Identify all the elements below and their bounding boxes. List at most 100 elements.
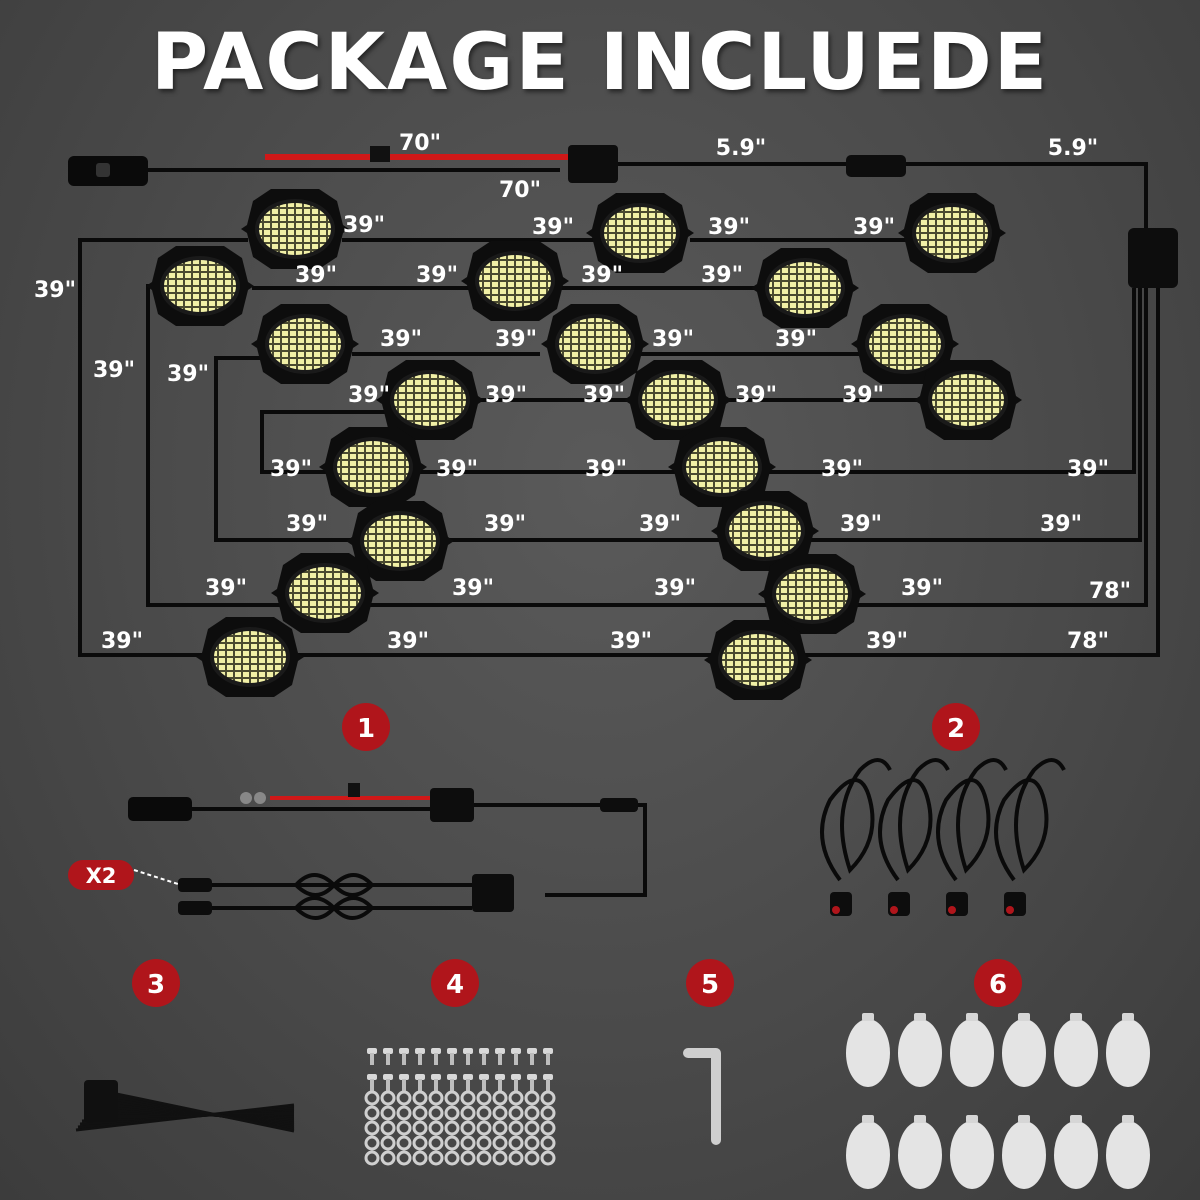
screw-shank <box>386 1079 390 1091</box>
zip-tie <box>101 1089 295 1133</box>
badge-6-number: 6 <box>989 970 1007 1000</box>
length-label: 39" <box>581 263 623 288</box>
screw-shank <box>482 1053 486 1065</box>
badge-3-number: 3 <box>147 970 165 1000</box>
length-label: 39" <box>735 383 777 408</box>
adhesive-pad <box>898 1019 942 1087</box>
wiring-harness-icon <box>128 783 647 920</box>
washer <box>396 1135 412 1151</box>
washer <box>444 1120 460 1136</box>
pad-tab <box>1122 1115 1134 1123</box>
screw-shank <box>370 1079 374 1091</box>
adhesive-pad <box>950 1019 994 1087</box>
splitter-block-icon <box>1128 228 1178 288</box>
screw-shank <box>418 1079 422 1091</box>
screw-shank <box>386 1053 390 1065</box>
washer <box>364 1120 380 1136</box>
length-label: 39" <box>93 358 135 383</box>
washer <box>540 1105 556 1121</box>
plug-tip <box>890 906 898 914</box>
length-label: 39" <box>585 457 627 482</box>
washer <box>508 1135 524 1151</box>
washer <box>524 1105 540 1121</box>
washer <box>476 1135 492 1151</box>
screw-head <box>383 1074 393 1080</box>
length-label: 70" <box>499 178 541 203</box>
length-label: 39" <box>167 362 209 387</box>
screw-shank <box>434 1053 438 1065</box>
washer <box>460 1135 476 1151</box>
length-label: 5.9" <box>1048 136 1098 161</box>
washer <box>460 1090 476 1106</box>
screw-shank <box>546 1079 550 1091</box>
washer <box>476 1150 492 1166</box>
screw-shank <box>530 1079 534 1091</box>
led-pod-icon <box>251 304 359 384</box>
extension-cables-icon <box>820 758 1066 916</box>
pad-tab <box>1070 1013 1082 1021</box>
washer <box>492 1150 508 1166</box>
length-label: 39" <box>270 457 312 482</box>
length-label: 39" <box>485 383 527 408</box>
switch-button <box>96 163 110 177</box>
hex-key-icon <box>683 1048 721 1145</box>
screw-shank <box>402 1079 406 1091</box>
length-label: 39" <box>286 512 328 537</box>
washer <box>364 1090 380 1106</box>
adhesive-pad <box>898 1121 942 1189</box>
washer <box>412 1105 428 1121</box>
washer <box>396 1105 412 1121</box>
pad-tab <box>1122 1013 1134 1021</box>
led-pod-icon <box>586 193 694 273</box>
length-label: 39" <box>1040 512 1082 537</box>
length-label: 39" <box>101 629 143 654</box>
washer <box>428 1120 444 1136</box>
screw-head <box>447 1048 457 1054</box>
screw-shank <box>514 1079 518 1091</box>
length-label: 39" <box>583 383 625 408</box>
length-label: 39" <box>652 327 694 352</box>
screw-head <box>399 1074 409 1080</box>
pad-tab <box>1018 1013 1030 1021</box>
screw-head <box>495 1048 505 1054</box>
washer <box>364 1150 380 1166</box>
adhesive-pad <box>1002 1019 1046 1087</box>
washer <box>396 1150 412 1166</box>
screw-head <box>543 1074 553 1080</box>
badge-3: 3 <box>132 959 180 1007</box>
washer <box>412 1090 428 1106</box>
washer <box>540 1120 556 1136</box>
washer <box>540 1150 556 1166</box>
screw-head <box>383 1048 393 1054</box>
washer <box>444 1090 460 1106</box>
length-label: 39" <box>775 327 817 352</box>
screw-shank <box>466 1079 470 1091</box>
fuse-holder-icon <box>370 146 390 162</box>
washer <box>492 1090 508 1106</box>
washer <box>492 1120 508 1136</box>
adhesive-pad <box>846 1019 890 1087</box>
pad-tab <box>1070 1115 1082 1123</box>
washer <box>508 1090 524 1106</box>
adhesive-pad <box>950 1121 994 1189</box>
pad-tab <box>862 1115 874 1123</box>
control-box-icon <box>568 145 618 183</box>
pad-tab <box>966 1013 978 1021</box>
screw-head <box>511 1074 521 1080</box>
led-pod-icon <box>319 427 427 507</box>
led-pod-icon <box>914 360 1022 440</box>
length-label: 39" <box>610 629 652 654</box>
adhesive-pad <box>1054 1121 1098 1189</box>
led-pod-icon <box>271 553 379 633</box>
screw-head <box>527 1048 537 1054</box>
led-pod-icon <box>146 246 254 326</box>
screw-head <box>431 1074 441 1080</box>
screw-shank <box>402 1053 406 1065</box>
length-label: 39" <box>1067 457 1109 482</box>
length-label: 39" <box>484 512 526 537</box>
badge-2: 2 <box>932 703 980 751</box>
washer <box>380 1090 396 1106</box>
washer <box>460 1120 476 1136</box>
washer <box>540 1090 556 1106</box>
